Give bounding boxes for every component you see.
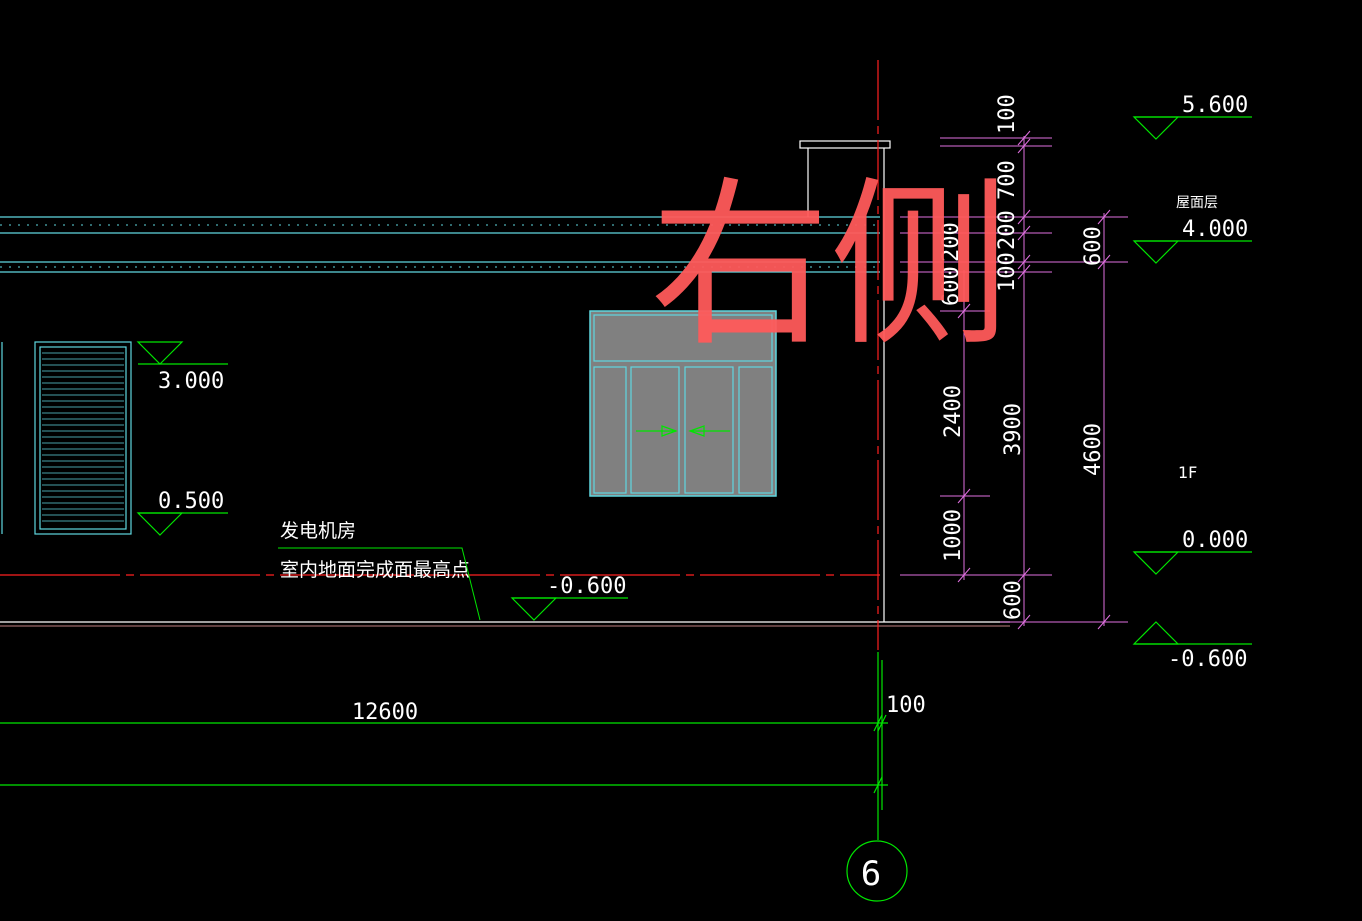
grid-axis-bubble	[846, 840, 908, 902]
dim-200-stack: 200	[939, 222, 964, 262]
elev-3000: 3.000	[158, 369, 224, 394]
elev-0500: 0.500	[158, 489, 224, 514]
dim-200: 200	[995, 210, 1020, 250]
elev-5600: 5.600	[1182, 93, 1248, 118]
dim-2400: 2400	[941, 385, 966, 438]
window	[589, 310, 777, 497]
elev-4000: 4.000	[1182, 217, 1248, 242]
room-label: 发电机房	[280, 520, 356, 542]
floor-label-1f: 1F	[1178, 463, 1197, 482]
watermark-text: 右侧	[650, 162, 1010, 371]
roof-parapet	[799, 140, 891, 217]
elev-0000: 0.000	[1182, 528, 1248, 553]
dim-1000: 1000	[941, 509, 966, 562]
dim-100-bottom: 100	[886, 693, 926, 718]
roof-level-label: 屋面层	[1176, 195, 1218, 211]
grid-axis-label: 6	[861, 854, 881, 894]
dim-700: 700	[995, 160, 1020, 200]
dim-12600: 12600	[352, 700, 418, 725]
dim-600-right: 600	[1081, 226, 1106, 266]
elev-marker-n0600-right	[1132, 621, 1252, 645]
vertical-dimension-ticks	[957, 130, 1111, 630]
elev-marker-5600	[1132, 116, 1252, 140]
dim-4600: 4600	[1081, 423, 1106, 476]
louver-vent	[34, 341, 132, 535]
elev-marker-4000	[1132, 240, 1252, 264]
roof-slab	[0, 216, 880, 273]
dim-100-top: 100	[995, 94, 1020, 134]
elev-marker-3000	[136, 341, 228, 365]
dim-600-mid: 600	[939, 266, 964, 306]
elev-n0600-mid: -0.600	[547, 574, 626, 599]
elev-marker-0500	[136, 512, 228, 536]
bottom-dimension-lines	[0, 660, 888, 810]
dim-3900: 3900	[1001, 403, 1026, 456]
sliding-arrows	[636, 425, 730, 437]
elev-n0600-right: -0.600	[1168, 647, 1247, 672]
leader-line	[452, 547, 481, 621]
dim-600-bottom: 600	[1001, 580, 1026, 620]
elev-marker-0000	[1132, 551, 1252, 575]
elev-marker-n0600-mid	[510, 597, 628, 621]
floor-note: 室内地面完成面最高点	[280, 559, 470, 581]
dim-100-stack: 100	[995, 252, 1020, 292]
